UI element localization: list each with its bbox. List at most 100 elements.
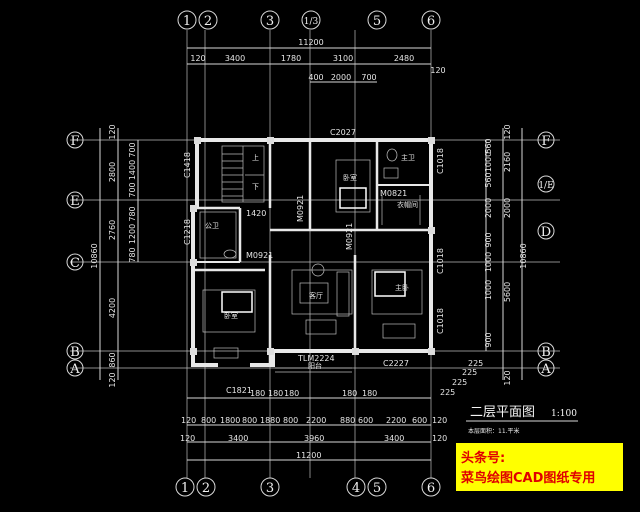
- drawing-scale: 1:100: [551, 409, 577, 419]
- window-c1218: C1218: [183, 219, 192, 245]
- axis-bottom-2: 2: [202, 481, 210, 496]
- dim-left-i3: 780: [128, 206, 137, 221]
- dim-b-r1-7: 880: [340, 416, 355, 425]
- building-walls: [190, 137, 435, 367]
- stair-up-label: 上: [252, 153, 259, 162]
- room-walkin-closet: 衣帽间: [397, 200, 418, 209]
- dim-b-r1-5: 800: [283, 416, 298, 425]
- dim-b-r1-10: 600: [412, 416, 427, 425]
- dim-right-i1: 1000: [484, 152, 493, 172]
- room-master-bath: 主卫: [401, 153, 415, 162]
- dim-left-i5: 780: [128, 247, 137, 262]
- dim-b-r1-8: 600: [358, 416, 373, 425]
- dim-top-r2-1: 2000: [331, 73, 351, 82]
- axis-right-B: B: [541, 345, 551, 360]
- banner-line2: 菜鸟绘图CAD图纸专用: [461, 471, 596, 486]
- room-master-bedroom: 主卧: [395, 283, 409, 292]
- dim-b-180-d: 180: [342, 389, 357, 398]
- right-axis-bubbles: F 1/E D B A: [537, 131, 555, 377]
- dim-b-180-c: 180: [284, 389, 299, 398]
- axis-right-D: D: [541, 225, 551, 240]
- window-c1821: C1821: [226, 386, 252, 395]
- dim-b-r1-0: 120: [181, 416, 196, 425]
- dim-b-r2-3: 3400: [384, 434, 404, 443]
- room-balcony: 阳台: [308, 361, 322, 370]
- dim-left-i4: 1200: [128, 224, 137, 244]
- dim-b-225-d: 225: [468, 359, 483, 368]
- dim-b-r1-11: 120: [432, 416, 447, 425]
- dim-top-r2-0: 400: [308, 73, 323, 82]
- axis-bottom-4: 4: [352, 481, 360, 496]
- axis-left-A: A: [69, 362, 80, 377]
- dim-right-i5: 1000: [484, 252, 493, 272]
- dim-right-o0: 120: [503, 124, 512, 139]
- dim-right-i4: 900: [484, 232, 493, 247]
- dim-b-225-a: 225: [440, 388, 455, 397]
- axis-left-C: C: [70, 256, 80, 271]
- left-dimensions: 10860 120 2800 2760 4200 860 120 700 140…: [90, 124, 139, 388]
- dim-left-total: 10860: [90, 243, 99, 268]
- dim-b-r2-4: 120: [432, 434, 447, 443]
- dim-right-i0: 560: [484, 138, 493, 153]
- door-m0821: M0821: [380, 189, 407, 198]
- dim-b-180-b: 180: [268, 389, 283, 398]
- door-m0921-a: M0921: [296, 195, 305, 222]
- axis-top-1: 1: [183, 14, 191, 29]
- axis-top-3: 3: [266, 14, 274, 29]
- axis-right-A: A: [540, 362, 551, 377]
- top-axis-bubbles: 1 2 3 1/3 5 6: [177, 10, 441, 30]
- axis-left-E: E: [70, 194, 80, 209]
- door-tlm2224: TLM2224: [297, 354, 335, 363]
- dim-b-r1-1: 800: [201, 416, 216, 425]
- dim-left-o3: 4200: [108, 298, 117, 318]
- dim-left-o4: 860: [108, 352, 117, 367]
- door-m0921-b: M0921: [246, 251, 273, 260]
- dim-left-i0: 700: [128, 142, 137, 157]
- dim-top-r1-2: 1780: [281, 54, 301, 63]
- axis-bottom-6: 6: [427, 481, 435, 496]
- dim-b-r1-3: 800: [242, 416, 257, 425]
- drawing-title-block: 二层平面图 1:100 本层面积：11.平米: [466, 405, 578, 435]
- stair-down-label: 下: [252, 183, 259, 191]
- stairwell: 上 下: [221, 145, 265, 203]
- dim-top-r1-0: 120: [190, 54, 205, 63]
- axis-bottom-1: 1: [181, 481, 189, 496]
- dim-right-i6: 1000: [484, 280, 493, 300]
- window-c1418: C1418: [183, 152, 192, 178]
- dim-top-total: 11200: [298, 38, 323, 47]
- axis-top-5: 5: [373, 14, 381, 29]
- dim-b-225-c: 225: [462, 368, 477, 377]
- dim-b-r1-4: 1880: [260, 416, 280, 425]
- dim-top-r1-3: 3100: [333, 54, 353, 63]
- axis-bottom-5: 5: [373, 481, 381, 496]
- axis-top-1-3: 1/3: [304, 17, 319, 27]
- axis-bottom-3: 3: [266, 481, 274, 496]
- dim-b-r2-2: 3960: [304, 434, 324, 443]
- dim-b-r1-9: 2200: [386, 416, 406, 425]
- window-c1018-c: C1018: [436, 308, 445, 334]
- dim-left-o0: 120: [108, 124, 117, 139]
- dim-b-225-b: 225: [452, 378, 467, 387]
- room-bedroom-upper: 卧室: [343, 173, 357, 182]
- right-dimensions: 10860 120 2160 2000 5600 120 560 1000 56…: [484, 124, 528, 385]
- dim-b-r1-6: 2200: [306, 416, 326, 425]
- dim-top-r1-1: 3400: [225, 54, 245, 63]
- window-c2227: C2227: [383, 359, 409, 368]
- dim-right-o4: 120: [503, 370, 512, 385]
- dim-b-180-e: 180: [362, 389, 377, 398]
- bottom-axis-bubbles: 1 2 3 4 5 6: [175, 477, 441, 497]
- dim-right-i3: 2000: [484, 198, 493, 218]
- room-bedroom-lower: 卧室: [224, 311, 238, 320]
- dim-left-o5: 120: [108, 372, 117, 387]
- dim-right-o1: 2160: [503, 152, 512, 172]
- dim-top-r2-2: 700: [361, 73, 376, 82]
- dim-top-r1-4: 2480: [394, 54, 414, 63]
- room-public-bath: 公卫: [205, 222, 219, 230]
- axis-left-B: B: [70, 345, 80, 360]
- room-living: 客厅: [309, 291, 323, 300]
- opening-tags: C2027 C1418 C1218 C1018 C1018 C1018 C182…: [183, 128, 445, 395]
- bottom-dimensions: 180 180 180 180 180 225 225 225 225 120 …: [180, 359, 483, 461]
- banner-line1: 头条号:: [461, 451, 506, 466]
